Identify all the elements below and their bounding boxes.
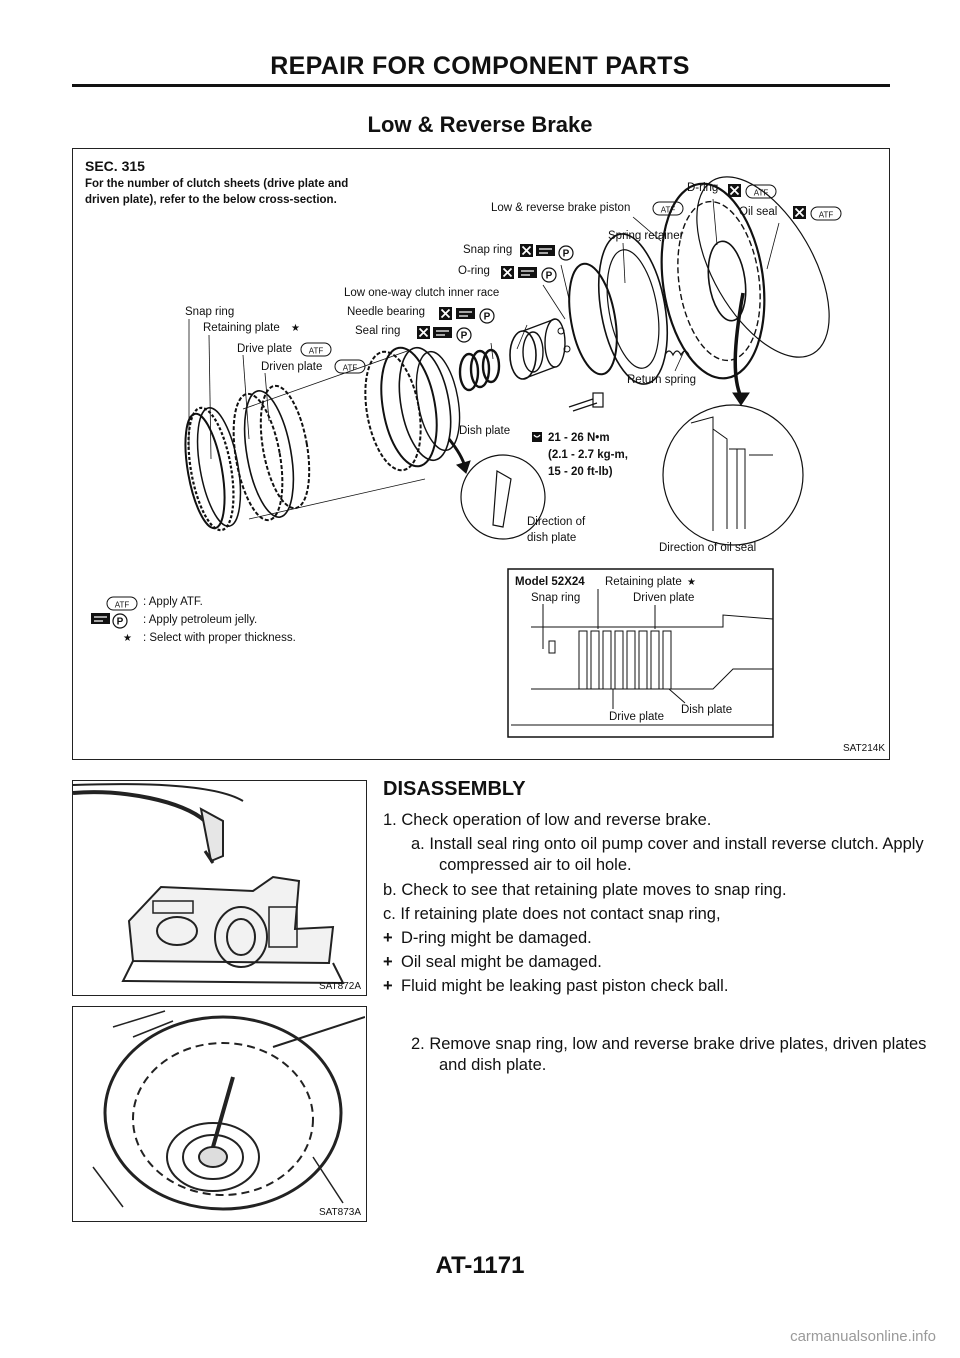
- legend-atf-text: : Apply ATF.: [143, 596, 203, 608]
- bullet-mark: +: [383, 953, 393, 971]
- cs-label-retaining-plate: Retaining plate: [605, 576, 682, 588]
- petroleum-jelly-icon: [432, 326, 453, 339]
- label-snap-ring: Snap ring: [463, 244, 512, 256]
- label-direction-oil-seal: Direction of oil seal: [659, 542, 756, 554]
- label-o-ring: O-ring: [458, 265, 490, 277]
- step-1: 1. Check operation of low and reverse br…: [383, 811, 712, 829]
- bullet-text: Oil seal might be damaged.: [401, 953, 602, 971]
- cs-label-snap-ring: Snap ring: [531, 592, 580, 604]
- p-icon-label: P: [563, 249, 570, 260]
- legend-select-text: : Select with proper thickness.: [143, 632, 296, 644]
- label-return-spring: Return spring: [627, 374, 696, 386]
- p-icon-label: P: [461, 331, 468, 342]
- label-spring-retainer: Spring retainer: [608, 230, 684, 242]
- label-direction-dish-line2: dish plate: [527, 532, 576, 544]
- footer-watermark: carmanualsonline.info: [790, 1328, 936, 1345]
- figure-code: SAT214K: [843, 743, 885, 754]
- label-drive-plate: Drive plate: [237, 343, 292, 355]
- step-1c: c. If retaining plate does not contact s…: [383, 905, 721, 923]
- detail-oil-seal: [662, 404, 804, 546]
- label-retaining-plate: Retaining plate: [203, 322, 280, 334]
- torque-spec-line2: (2.1 - 2.7 kg-m,: [548, 449, 628, 461]
- photo2-code: SAT873A: [319, 1207, 361, 1218]
- bullet-mark: +: [383, 977, 393, 995]
- bullet-item: + D-ring might be damaged.: [383, 928, 592, 949]
- star-icon: ★: [687, 577, 696, 588]
- cs-label-drive-plate: Drive plate: [609, 711, 664, 723]
- bullet-item: + Fluid might be leaking past piston chec…: [383, 976, 728, 997]
- p-icon-label: P: [484, 312, 491, 323]
- label-low-reverse-brake-piston: Low & reverse brake piston: [491, 202, 630, 214]
- sec-number: SEC. 315: [85, 158, 145, 174]
- atf-legend-icon: [106, 596, 138, 611]
- step-1b: b. Check to see that retaining plate mov…: [383, 881, 787, 899]
- page-header-title: REPAIR FOR COMPONENT PARTS: [270, 52, 690, 80]
- figure-note-line2: driven plate), refer to the below cross-…: [85, 194, 337, 206]
- label-direction-dish-line1: Direction of: [527, 516, 586, 528]
- cs-label-driven-plate: Driven plate: [633, 592, 694, 604]
- bullet-item: + Oil seal might be damaged.: [383, 952, 602, 973]
- p-icon-label: P: [117, 617, 124, 628]
- star-icon: ★: [291, 323, 300, 334]
- atf-icon: [745, 184, 777, 199]
- seal-replace-icon: [727, 183, 742, 198]
- photo-air-test: SAT872A: [72, 780, 367, 996]
- torque-spec-line1: 21 - 26 N•m: [548, 432, 610, 444]
- figure-note-line1: For the number of clutch sheets (drive p…: [85, 178, 348, 190]
- exploded-view-drawing: ATF SEC. 315 For the number of clutch sh…: [85, 158, 885, 754]
- bullet-mark: +: [383, 929, 393, 947]
- p-icon-label: P: [546, 271, 553, 282]
- label-seal-ring: Seal ring: [355, 325, 400, 337]
- label-oil-seal: Oil seal: [739, 206, 777, 218]
- petroleum-jelly-icon: [455, 307, 476, 320]
- torque-spec-line3: 15 - 20 ft-lb): [548, 466, 613, 478]
- step-1a: a. Install seal ring onto oil pump cover…: [411, 835, 924, 874]
- legend-petroleum-text: : Apply petroleum jelly.: [143, 614, 257, 626]
- atf-icon: [652, 201, 684, 216]
- cross-section-model: Model 52X24: [515, 576, 585, 588]
- seal-replace-icon: [519, 243, 534, 258]
- step-2: 2. Remove snap ring, low and reverse bra…: [411, 1035, 927, 1074]
- seal-replace-icon: [438, 306, 453, 321]
- photo1-code: SAT872A: [319, 981, 361, 992]
- label-inner-race: Low one-way clutch inner race: [344, 287, 499, 299]
- seal-replace-icon: [792, 205, 807, 220]
- page-number: AT-1171: [435, 1252, 525, 1279]
- exploded-view-figure: ATF SEC. 315 For the number of clutch sh…: [72, 148, 890, 760]
- star-legend-icon: ★: [123, 633, 132, 644]
- bullet-text: Fluid might be leaking past piston check…: [401, 977, 729, 995]
- header-divider: [72, 84, 890, 87]
- atf-icon: [810, 206, 842, 221]
- disassembly-title: DISASSEMBLY: [383, 778, 526, 800]
- bullet-text: D-ring might be damaged.: [401, 929, 592, 947]
- section-title: Low & Reverse Brake: [367, 112, 593, 137]
- label-driven-plate: Driven plate: [261, 361, 322, 373]
- label-needle-bearing: Needle bearing: [347, 306, 425, 318]
- petroleum-jelly-icon: [517, 266, 538, 279]
- cross-section-drawing: [511, 589, 774, 726]
- photo-remove-plates: SAT873A: [72, 1006, 367, 1222]
- label-snap-ring-left: Snap ring: [185, 306, 234, 318]
- cs-label-dish-plate: Dish plate: [681, 704, 732, 716]
- seal-replace-icon: [500, 265, 515, 280]
- torque-icon: [532, 432, 542, 442]
- detail-dish-plate: [460, 454, 546, 540]
- leader-lines: [188, 198, 780, 460]
- label-dish-plate: Dish plate: [459, 425, 510, 437]
- atf-icon: [300, 342, 332, 357]
- petroleum-jelly-icon: [535, 244, 556, 257]
- brake-parts-group: [184, 176, 830, 532]
- seal-replace-icon: [416, 325, 431, 340]
- petroleum-jelly-legend-icon: [90, 612, 111, 625]
